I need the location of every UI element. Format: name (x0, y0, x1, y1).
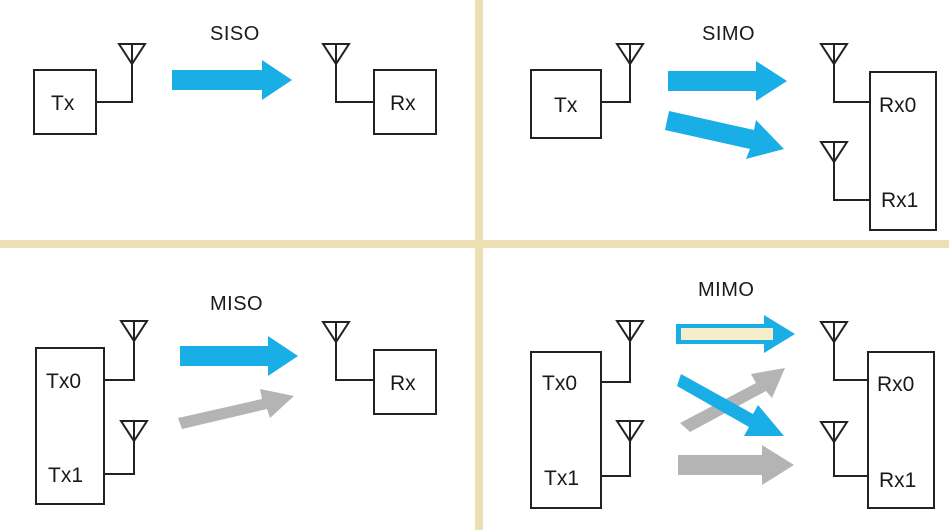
arrow-icon (680, 368, 785, 432)
miso-rx-box (373, 349, 437, 415)
siso-tx-box (33, 69, 97, 135)
panel-mimo: MIMO Tx0 Tx1 Rx0 Rx1 (530, 279, 935, 509)
divider-vertical (475, 0, 483, 530)
simo-rx1-label: Rx1 (881, 189, 918, 212)
miso-title: MISO (210, 293, 263, 315)
simo-rx0-label: Rx0 (879, 94, 916, 117)
antenna-icon (118, 43, 146, 73)
miso-rx-label: Rx (390, 372, 416, 395)
mimo-tx0-label: Tx0 (542, 372, 577, 395)
siso-rx-box (373, 69, 437, 135)
arrow-icon (665, 111, 784, 159)
miso-tx0-label: Tx0 (46, 370, 81, 393)
arrow-icon (172, 60, 292, 100)
simo-tx-label: Tx (554, 94, 578, 117)
mimo-rx-box (867, 351, 935, 509)
antenna-icon (616, 420, 644, 450)
mimo-tx1-label: Tx1 (544, 467, 579, 490)
siso-rx-label: Rx (390, 92, 416, 115)
antenna-icon (120, 420, 148, 450)
panel-miso: MISO Tx0 Tx1 Rx (35, 293, 437, 505)
mimo-tx-box (530, 351, 602, 509)
arrow-icon (178, 389, 294, 429)
arrow-icon (677, 374, 784, 436)
arrow-icon (180, 336, 298, 376)
siso-tx-label: Tx (51, 92, 75, 115)
mimo-rx0-label: Rx0 (877, 373, 914, 396)
miso-tx-box (35, 347, 105, 505)
mimo-rx1-label: Rx1 (879, 469, 916, 492)
arrow-icon (668, 61, 787, 101)
antenna-icon (616, 43, 644, 73)
mimo-arrow-highlight (681, 328, 773, 340)
antenna-icon (120, 320, 148, 350)
simo-title: SIMO (702, 23, 755, 45)
panel-simo: SIMO Tx Rx0 Rx1 (530, 23, 937, 231)
mimo-title: MIMO (698, 279, 754, 301)
simo-tx-box (530, 69, 602, 139)
simo-rx-box (869, 71, 937, 231)
divider-horizontal (0, 240, 949, 248)
panel-siso: SISO Tx Rx (33, 23, 437, 135)
siso-title: SISO (210, 23, 260, 45)
arrow-icon (678, 445, 794, 485)
miso-tx1-label: Tx1 (48, 464, 83, 487)
antenna-icon (616, 320, 644, 350)
